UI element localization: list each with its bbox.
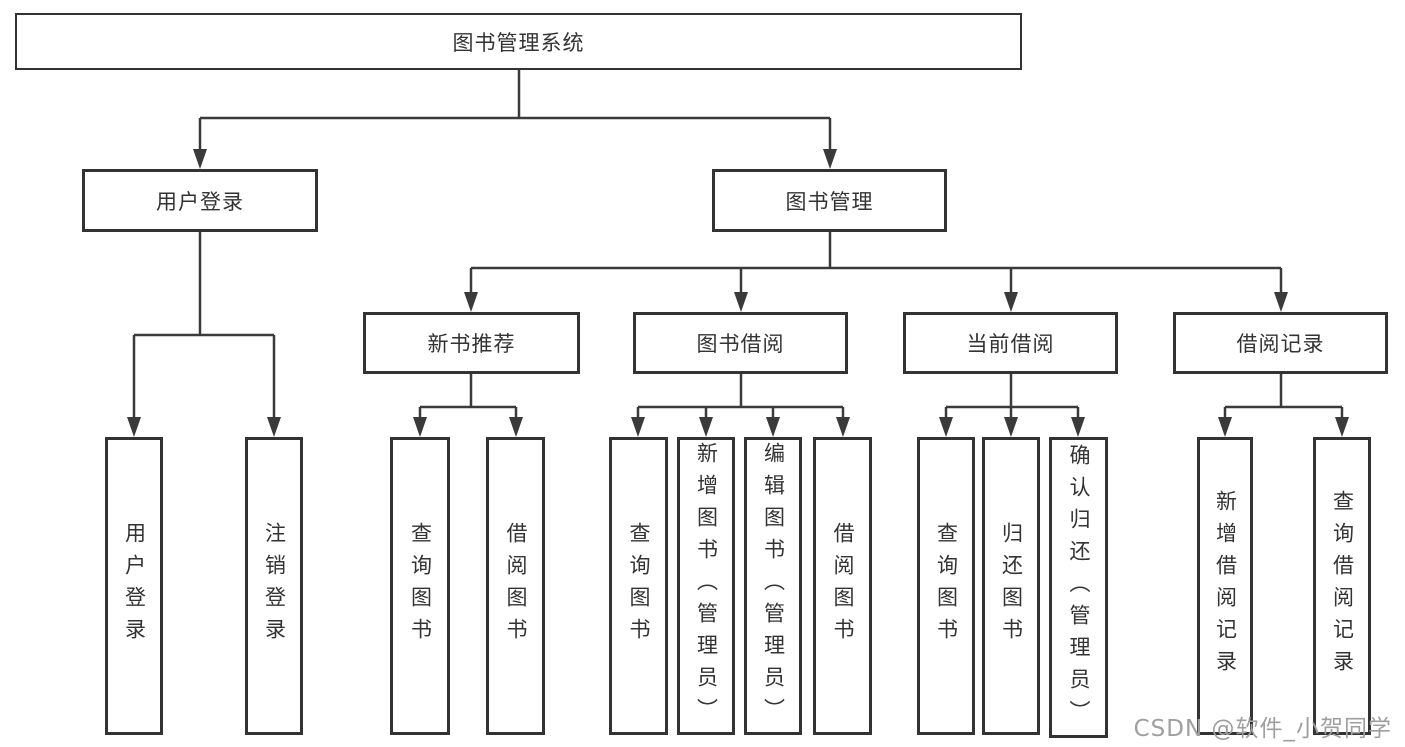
node-book-management: 图书管理 [712, 169, 947, 232]
leaf-borrow-books: 借阅图书 [813, 437, 872, 735]
leaf-query-borrow-record-label: 查询借阅记录 [1330, 490, 1355, 682]
leaf-user-login-label: 用户登录 [122, 522, 147, 650]
node-current-borrow: 当前借阅 [903, 312, 1118, 374]
leaf-edit-books-admin-label: 编辑图书（管理员） [761, 442, 786, 730]
leaf-query-books-recommend-label: 查询图书 [408, 522, 433, 650]
connector-book-management-split [464, 232, 1288, 312]
leaf-add-borrow-record: 新增借阅记录 [1197, 437, 1253, 735]
node-new-book-recommend-label: 新书推荐 [427, 332, 516, 356]
leaf-add-books-admin-label: 新增图书（管理员） [694, 442, 719, 730]
connector-borrow-records-split [1218, 374, 1349, 437]
node-new-book-recommend: 新书推荐 [363, 312, 580, 374]
node-borrow-records: 借阅记录 [1173, 312, 1388, 374]
node-library-system: 图书管理系统 [15, 13, 1022, 70]
connector-root-split [193, 70, 837, 169]
leaf-query-books-current-label: 查询图书 [934, 522, 959, 650]
leaf-return-books-label: 归还图书 [999, 522, 1024, 650]
csdn-watermark: CSDN @软件_小贺同学 [1133, 716, 1392, 742]
connector-book-borrow-split [631, 374, 850, 437]
leaf-user-login: 用户登录 [105, 437, 163, 735]
leaf-logout: 注销登录 [245, 437, 303, 735]
node-book-borrow-label: 图书借阅 [696, 332, 785, 356]
connector-user-login-split [127, 232, 281, 437]
leaf-edit-books-admin: 编辑图书（管理员） [744, 437, 802, 735]
node-user-login-label: 用户登录 [156, 189, 244, 214]
leaf-return-books: 归还图书 [982, 437, 1040, 735]
leaf-confirm-return-admin: 确认归还（管理员） [1049, 437, 1108, 738]
leaf-query-books-borrow-label: 查询图书 [627, 522, 651, 650]
leaf-borrow-books-recommend-label: 借阅图书 [504, 522, 528, 650]
node-book-borrow: 图书借阅 [633, 312, 848, 374]
leaf-borrow-books-label: 借阅图书 [831, 522, 855, 650]
leaf-add-books-admin: 新增图书（管理员） [677, 437, 735, 735]
node-current-borrow-label: 当前借阅 [966, 332, 1055, 356]
leaf-add-borrow-record-label: 新增借阅记录 [1213, 490, 1238, 682]
connector-current-borrow-split [939, 374, 1085, 437]
leaf-confirm-return-admin-label: 确认归还（管理员） [1067, 443, 1091, 732]
leaf-logout-label: 注销登录 [262, 522, 287, 650]
leaf-query-borrow-record: 查询借阅记录 [1313, 437, 1371, 735]
leaf-query-books-borrow: 查询图书 [609, 437, 668, 735]
leaf-borrow-books-recommend: 借阅图书 [486, 437, 545, 735]
leaf-query-books-current: 查询图书 [917, 437, 975, 735]
leaf-query-books-recommend: 查询图书 [390, 437, 450, 735]
node-user-login: 用户登录 [82, 169, 318, 232]
node-borrow-records-label: 借阅记录 [1236, 332, 1325, 356]
connector-new-book-split [413, 374, 523, 437]
node-library-system-label: 图书管理系统 [452, 30, 585, 55]
node-book-management-label: 图书管理 [785, 189, 874, 214]
